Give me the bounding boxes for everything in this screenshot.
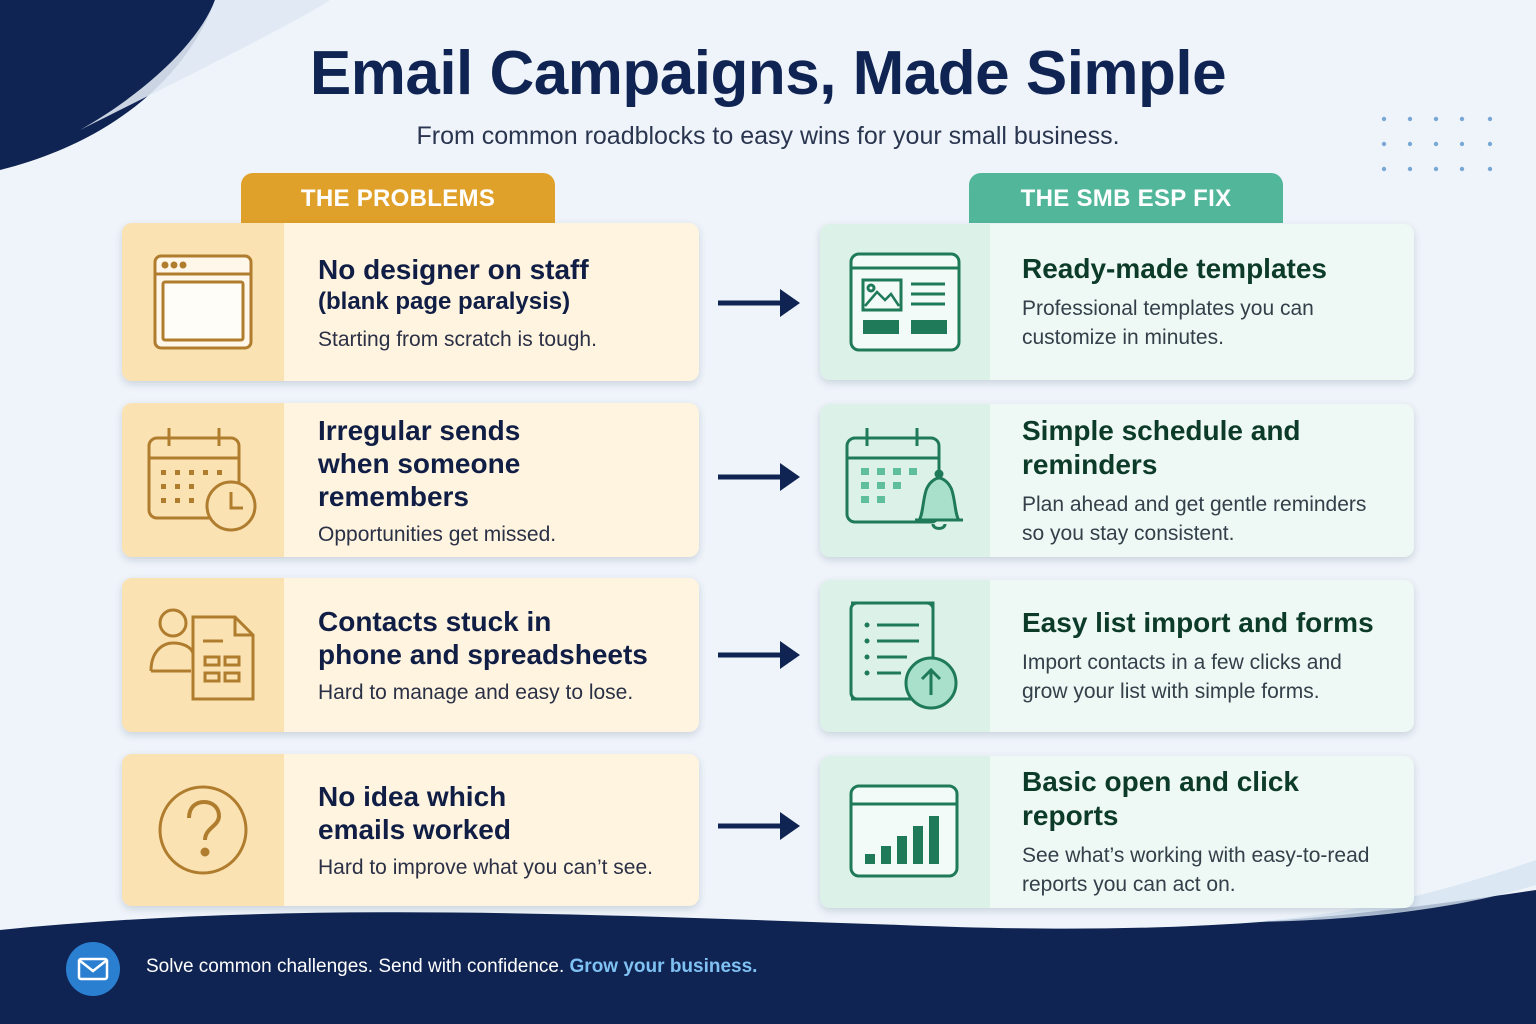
fix-heading: Simple schedule and reminders	[1022, 414, 1301, 480]
problem-heading: Irregular sends	[318, 414, 521, 446]
footer-tagline: Solve common challenges. Send with confi…	[146, 956, 757, 978]
fixes-column-label: THE SMB ESP FIX	[969, 173, 1283, 223]
problem-description: Opportunities get missed.	[318, 522, 557, 546]
page-title: Email Campaigns, Made Simple	[309, 39, 1227, 108]
decorative-dots	[1381, 116, 1493, 172]
question-mark-icon	[122, 754, 284, 906]
fix-card: Basic open and click reports See what’s …	[820, 756, 1414, 908]
problem-description: Hard to improve what you can’t see.	[318, 856, 653, 879]
list-upload-icon	[820, 580, 990, 732]
fix-heading: Ready-made templates	[1022, 253, 1328, 284]
right-arrow-icon	[718, 641, 800, 669]
calendar-clock-icon	[122, 403, 284, 557]
problem-card: No designer on staff (blank page paralys…	[122, 223, 699, 381]
problem-card: Contacts stuck in phone and spreadsheets…	[122, 578, 699, 732]
fix-card: Easy list import and forms Import contac…	[820, 580, 1414, 732]
fix-card: Ready-made templates Professional templa…	[820, 224, 1414, 380]
footer-accent: Grow your business.	[569, 956, 758, 977]
right-arrow-icon	[718, 812, 800, 840]
problem-subheading: emails worked	[318, 814, 511, 845]
problem-description: Hard to manage and easy to lose.	[318, 681, 634, 704]
problem-heading: No idea which	[318, 781, 507, 812]
bar-chart-icon	[820, 756, 990, 908]
page-subtitle: From common roadblocks to easy wins for …	[416, 122, 1120, 150]
problem-heading: No designer on staff	[318, 253, 589, 285]
envelope-icon	[66, 942, 120, 996]
fix-heading: Easy list import and forms	[1022, 607, 1374, 638]
problem-subheading: phone and spreadsheets	[318, 639, 648, 670]
right-arrow-icon	[718, 463, 800, 491]
problem-card: Irregular sends when someone remembers O…	[122, 403, 699, 557]
fix-heading: Basic open and click reports	[1022, 766, 1299, 831]
browser-window-icon	[122, 223, 284, 381]
problem-subheading: when someone remembers	[318, 447, 521, 512]
calendar-bell-icon	[820, 404, 990, 557]
problem-heading: Contacts stuck in	[318, 606, 552, 637]
problem-subheading: (blank page paralysis)	[318, 287, 571, 315]
fix-card: Simple schedule and reminders Plan ahead…	[820, 404, 1414, 557]
footer-text: Solve common challenges. Send with confi…	[146, 956, 565, 977]
problem-description: Starting from scratch is tough.	[318, 327, 597, 351]
problems-column-label: THE PROBLEMS	[241, 173, 555, 223]
template-layout-icon	[820, 224, 990, 380]
problem-card: No idea which emails worked Hard to impr…	[122, 754, 699, 906]
contact-sheet-icon	[122, 578, 284, 732]
right-arrow-icon	[718, 289, 800, 317]
